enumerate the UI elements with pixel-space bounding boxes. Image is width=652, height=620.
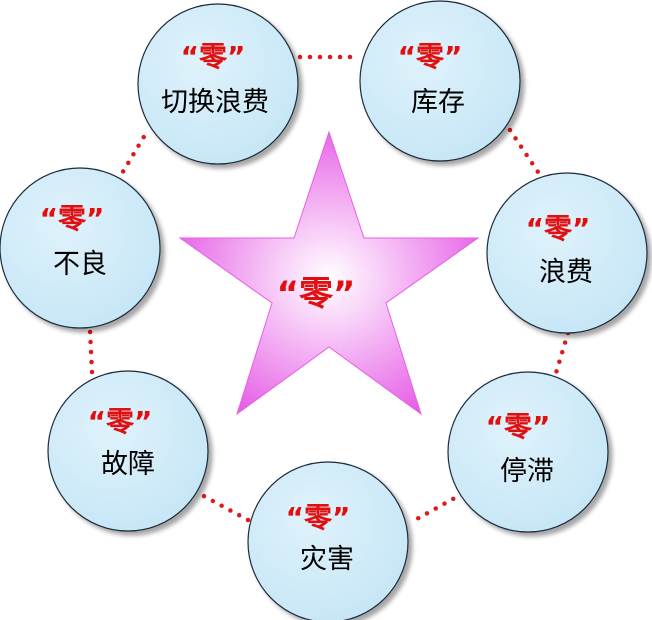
node-waste: “零” 浪费 [486,172,648,334]
label-stagnation: 停滞 [500,456,554,487]
dotted-connectors [87,54,571,523]
node-defect: “零” 不良 [0,167,161,329]
connector-defect-changeover [115,132,148,183]
label-disaster: 灾害 [300,544,354,575]
circle-inventory [359,0,521,162]
label-inventory: 库存 [411,87,465,118]
zero-mark-stagnation: “零” [486,410,551,443]
label-waste: 浪费 [539,257,593,288]
connector-breakdown-defect [87,327,95,375]
circle-changeover-waste [137,3,299,165]
node-disaster: “零” 灾害 [247,461,409,620]
label-defect: 不良 [53,249,107,280]
zero-mark-disaster: “零” [286,501,351,534]
connector-inventory-waste [507,127,543,178]
center-zero-mark: “零” [277,274,356,314]
connector-disaster-breakdown [197,491,251,523]
node-inventory: “零” 库存 [359,0,521,162]
node-changeover-waste: “零” 切换浪费 [137,3,299,165]
node-breakdown: “零” 故障 [47,370,209,532]
connector-stagnation-disaster [412,491,465,523]
circle-waste [486,172,648,334]
connector-waste-stagnation [553,330,571,376]
node-stagnation: “零” 停滞 [447,371,609,533]
circle-breakdown [47,370,209,532]
circle-disaster [247,461,409,620]
circle-stagnation [447,371,609,533]
star-shape [178,130,480,416]
zero-mark-changeover-waste: “零” [181,40,246,73]
zero-mark-breakdown: “零” [88,405,153,438]
label-changeover-waste: 切换浪费 [161,87,269,118]
zero-mark-waste: “零” [526,212,591,245]
label-breakdown: 故障 [101,449,155,480]
zero-mark-defect: “零” [40,202,105,235]
center-star: “零” [178,130,480,416]
zero-mark-inventory: “零” [398,40,463,73]
circle-defect [0,167,161,329]
